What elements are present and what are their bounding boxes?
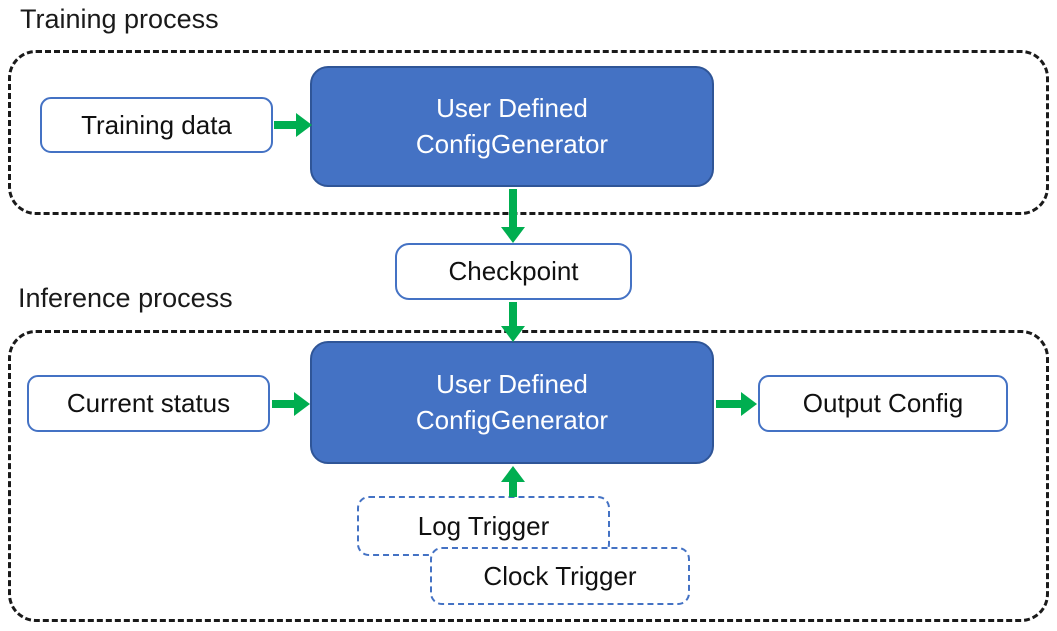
- arrow-head-icon: [296, 113, 312, 137]
- inference-config-generator-box: User Defined ConfigGenerator: [310, 341, 714, 464]
- arrow-head-icon: [501, 326, 525, 342]
- inference-generator-line2: ConfigGenerator: [415, 404, 609, 435]
- arrow-shaft: [509, 302, 517, 327]
- arrow-shaft: [274, 121, 297, 129]
- output-config-box: Output Config: [758, 375, 1008, 432]
- training-config-generator-box: User Defined ConfigGenerator: [310, 66, 714, 187]
- training-generator-line2: ConfigGenerator: [415, 128, 609, 159]
- inference-process-label: Inference process: [18, 283, 233, 313]
- current-status-label: Current status: [66, 388, 231, 418]
- checkpoint-box: Checkpoint: [395, 243, 632, 300]
- log-trigger-label: Log Trigger: [417, 510, 550, 541]
- arrow-training-data-to-generator-icon: [274, 113, 312, 137]
- arrow-generator-to-output-config-icon: [716, 392, 757, 416]
- arrow-head-icon: [294, 392, 310, 416]
- arrow-head-icon: [501, 227, 525, 243]
- arrow-triggers-to-generator-icon: [501, 466, 525, 497]
- arrow-head-icon: [501, 466, 525, 482]
- arrow-shaft: [509, 189, 517, 228]
- output-config-label: Output Config: [802, 388, 964, 418]
- training-data-label: Training data: [81, 109, 232, 140]
- clock-trigger-box: Clock Trigger: [430, 547, 690, 605]
- inference-generator-line1: User Defined: [436, 369, 588, 400]
- training-process-container: [8, 50, 1049, 215]
- arrow-checkpoint-to-inference-generator-icon: [501, 302, 525, 342]
- inference-process-container: [8, 330, 1049, 622]
- arrow-current-status-to-generator-icon: [272, 392, 310, 416]
- clock-trigger-label: Clock Trigger: [483, 560, 637, 591]
- arrow-shaft: [272, 400, 295, 408]
- arrow-head-icon: [741, 392, 757, 416]
- checkpoint-label: Checkpoint: [448, 256, 579, 286]
- arrow-generator-to-checkpoint-icon: [501, 189, 525, 243]
- training-process-label: Training process: [20, 4, 219, 34]
- log-trigger-box: Log Trigger: [357, 496, 610, 556]
- training-generator-line1: User Defined: [436, 93, 588, 124]
- arrow-shaft: [509, 481, 517, 497]
- current-status-box: Current status: [27, 375, 270, 432]
- training-data-box: Training data: [40, 97, 273, 153]
- arrow-shaft: [716, 400, 742, 408]
